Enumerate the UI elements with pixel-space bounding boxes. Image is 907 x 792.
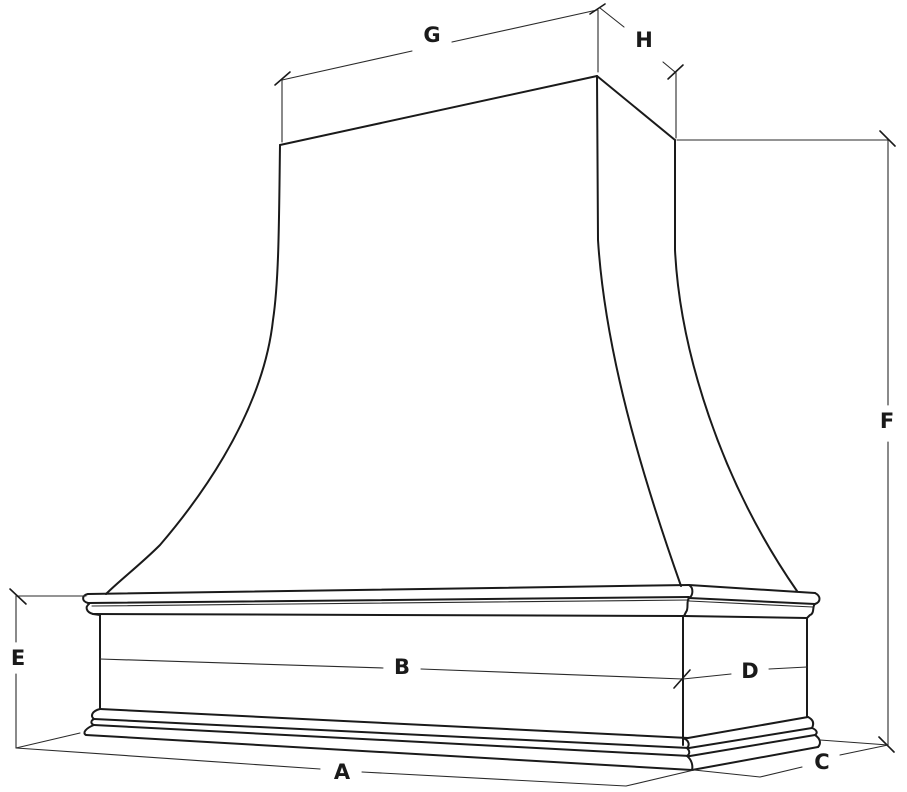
dimension-label-c: C — [814, 750, 829, 774]
front-corner-curve — [596, 75, 682, 587]
dimension-label-d: D — [741, 659, 758, 683]
top-side-edge — [596, 75, 676, 141]
top-front-edge — [279, 75, 598, 146]
dimension-label-e: E — [11, 646, 25, 670]
dimension-lines — [9, 3, 896, 787]
top-molding — [82, 584, 821, 619]
dimension-label-a: A — [334, 760, 351, 784]
dimension-label-b: B — [394, 655, 410, 679]
bottom-molding — [83, 708, 821, 771]
dimension-labels: A B C D E F G H — [11, 23, 894, 784]
right-canopy-curve — [674, 139, 798, 592]
dimension-label-h: H — [635, 28, 653, 52]
left-canopy-curve — [105, 144, 281, 595]
dimension-label-f: F — [880, 409, 894, 433]
dimension-label-g: G — [423, 23, 440, 47]
hood-canopy — [105, 75, 798, 595]
